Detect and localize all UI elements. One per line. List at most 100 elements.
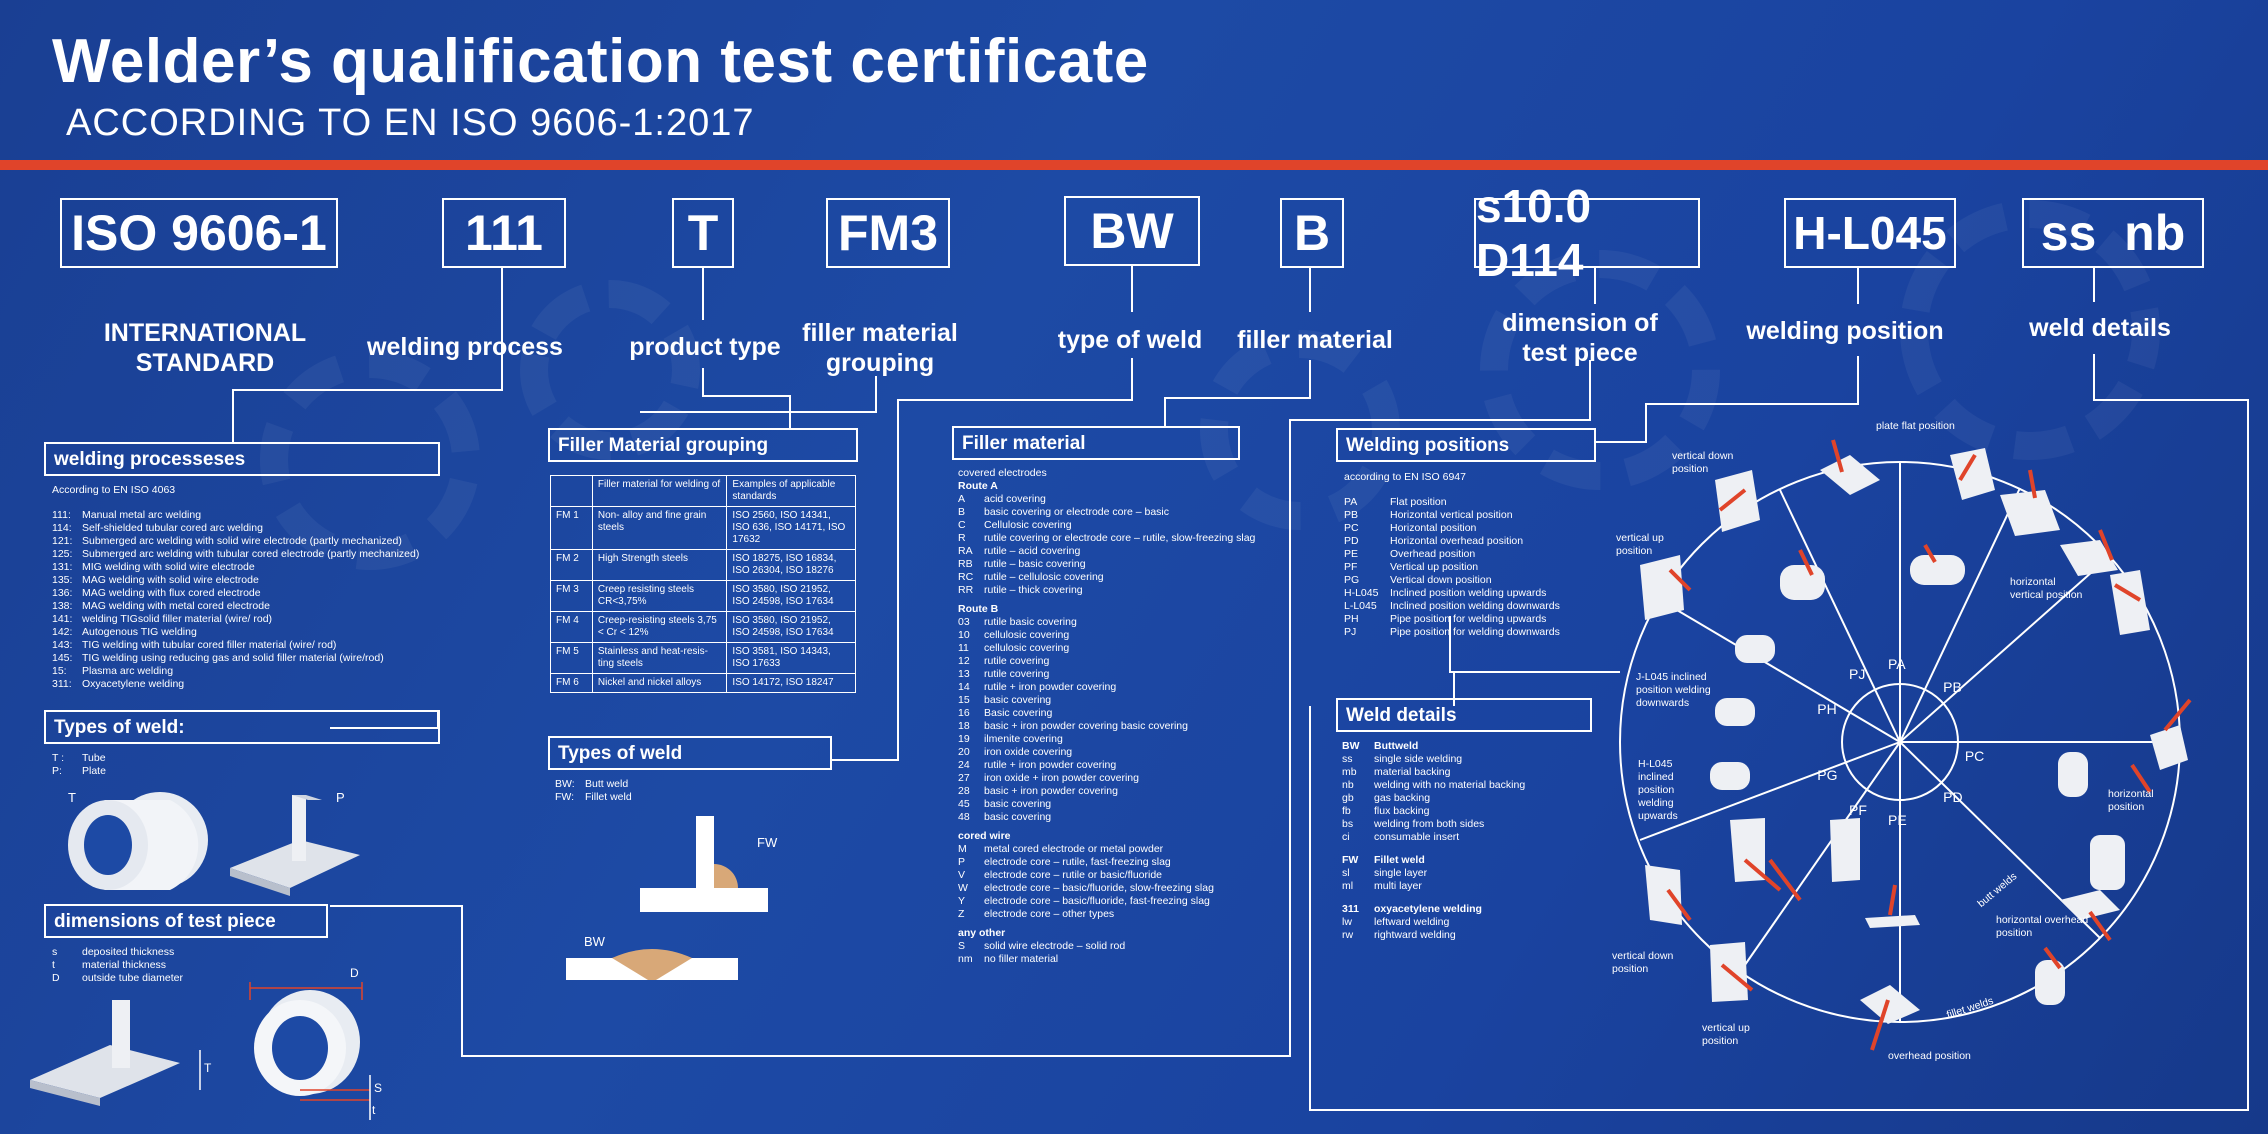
fm-grouping-title: Filler Material grouping: [548, 428, 858, 462]
item-key: 138:: [52, 600, 73, 612]
item-value: Vertical up position: [1390, 561, 1479, 573]
item-value: electrode core – basic/fluoride, slow-fr…: [984, 882, 1214, 894]
label-product: product type: [629, 333, 781, 361]
label-filler: filler material: [1237, 326, 1393, 354]
item-key: T :: [52, 752, 65, 764]
process-item: 15:Plasma arc welding: [52, 665, 452, 678]
process-item: 142:Autogenous TIG welding: [52, 626, 452, 639]
item-value: MAG welding with metal cored electrode: [82, 600, 270, 612]
item-key: W: [958, 882, 968, 894]
item-key: R: [958, 532, 966, 544]
process-item: 141:welding TIGsolid filler material (wi…: [52, 613, 452, 626]
table-cell: ISO 18275, ISO 16834, ISO 26304, ISO 182…: [726, 549, 856, 581]
position-code-pe: PE: [1888, 812, 1907, 828]
item-key: H-L045: [1344, 587, 1379, 599]
item-key: 12: [958, 655, 970, 667]
item-key: BW:: [555, 778, 575, 790]
code-product: T: [672, 198, 734, 268]
filler-title: Filler material: [952, 426, 1240, 460]
table-cell: ISO 2560, ISO 14341, ISO 636, ISO 14171,…: [726, 506, 856, 550]
item-value: TIG welding with tubular cored filler ma…: [82, 639, 337, 651]
item-key: PB: [1344, 509, 1359, 521]
item-key: B: [958, 506, 966, 518]
process-item: 125:Submerged arc welding with tubular c…: [52, 548, 452, 561]
item-value: Submerged arc welding with tubular cored…: [82, 548, 420, 560]
code-weld-type: BW: [1064, 196, 1200, 266]
item-key: 48: [958, 811, 970, 823]
item-key: 136:: [52, 587, 73, 599]
item-value: Fillet weld: [1374, 854, 1425, 866]
item-value: Manual metal arc welding: [82, 509, 202, 521]
position-code-pj: PJ: [1849, 666, 1866, 683]
item-key: rw: [1342, 929, 1354, 941]
plate-label: P: [336, 790, 345, 805]
item-value: acid covering: [984, 493, 1046, 505]
item-key: 135:: [52, 574, 73, 586]
list-heading: Route B: [958, 603, 999, 615]
item-key: nm: [958, 953, 973, 965]
item-key: M: [958, 843, 967, 855]
process-item: 121:Submerged arc welding with solid wir…: [52, 535, 452, 548]
item-value: Buttweld: [1374, 740, 1419, 752]
weld-type-item: FW:Fillet weld: [555, 791, 755, 804]
weld-types-title: Types of weld: [548, 736, 832, 770]
item-value: material backing: [1374, 766, 1451, 778]
item-value: Horizontal overhead position: [1390, 535, 1524, 547]
diag-hv: horizontal vertical position: [2010, 576, 2083, 601]
dimensions-title: dimensions of test piece: [44, 904, 328, 938]
item-value: Cellulosic covering: [984, 519, 1072, 531]
item-value: multi layer: [1374, 880, 1422, 892]
list-heading: cored wire: [958, 830, 1011, 842]
item-key: PD: [1344, 535, 1359, 547]
item-key: PC: [1344, 522, 1359, 534]
item-value: basic covering: [984, 798, 1052, 810]
item-value: electrode core – other types: [984, 908, 1115, 920]
item-key: 14: [958, 681, 970, 693]
item-key: RA: [958, 545, 973, 557]
diag-horizontal: horizontal position: [2108, 788, 2154, 813]
item-value: Horizontal vertical position: [1390, 509, 1513, 521]
item-key: P:: [52, 765, 62, 777]
item-value: Pipe position for welding downwards: [1390, 626, 1560, 638]
processes-title: welding processeses: [44, 442, 440, 476]
item-key: Z: [958, 908, 965, 920]
item-key: 121:: [52, 535, 73, 547]
item-value: solid wire electrode – solid rod: [984, 940, 1126, 952]
item-key: 28: [958, 785, 970, 797]
item-key: Y: [958, 895, 966, 907]
item-key: RB: [958, 558, 973, 570]
item-value: single side welding: [1374, 753, 1463, 765]
item-key: 03: [958, 616, 970, 628]
item-key: 141:: [52, 613, 73, 625]
